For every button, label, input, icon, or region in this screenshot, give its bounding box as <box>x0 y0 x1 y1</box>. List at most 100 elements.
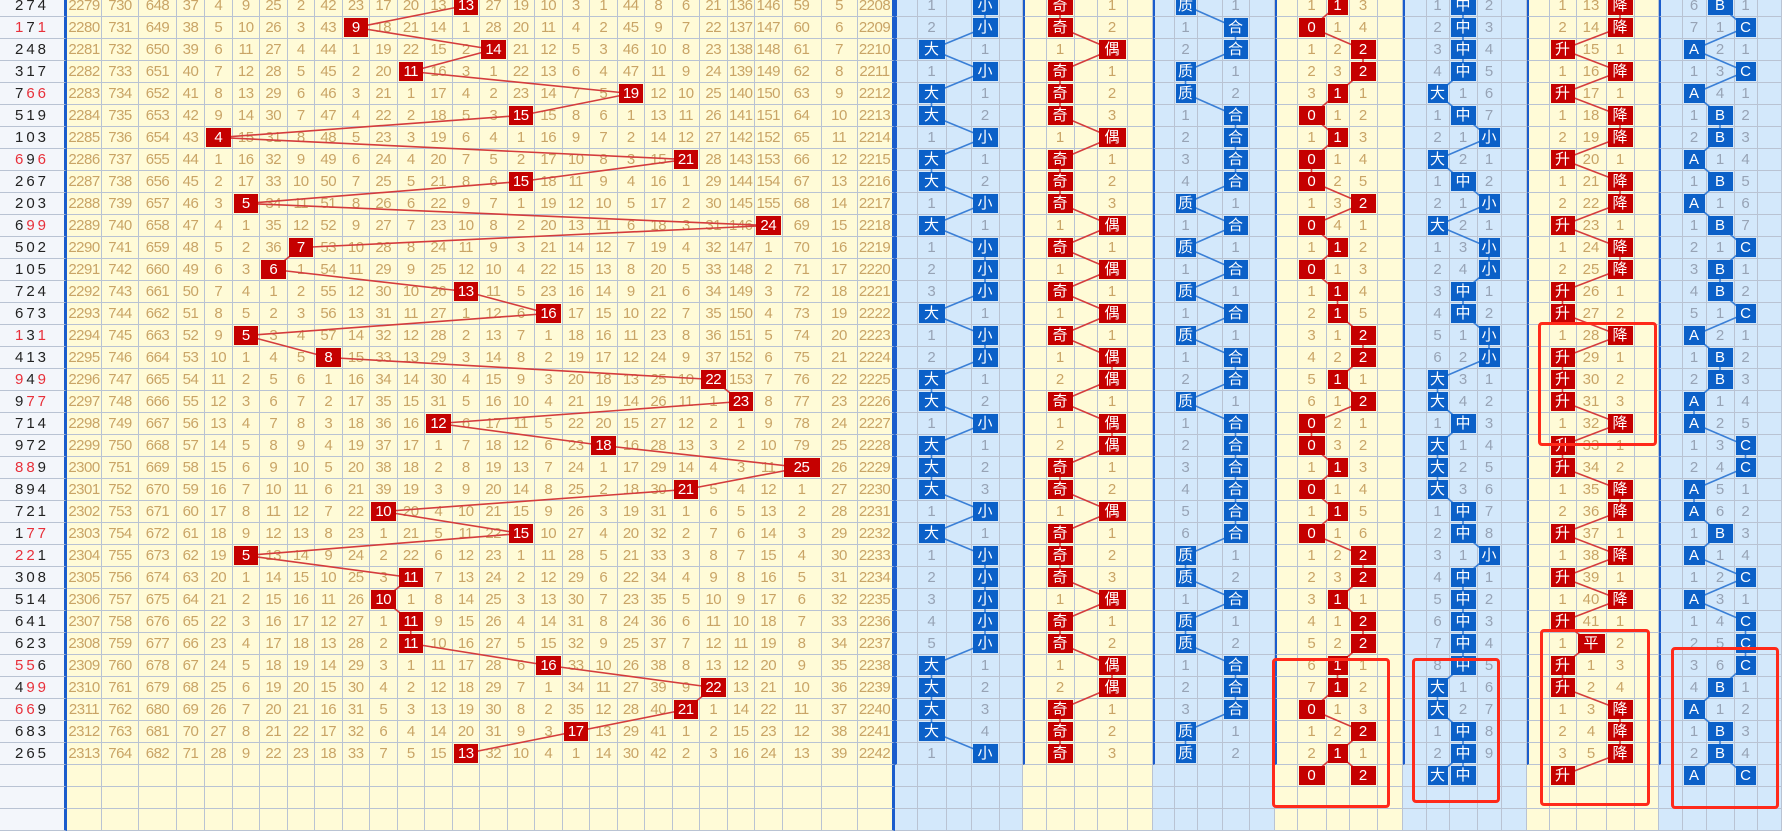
sum-cell-3: 69 <box>177 699 205 721</box>
digit: 7 <box>37 173 50 190</box>
sum-cell-0: 2292 <box>67 281 102 303</box>
omission-value: 1 <box>1333 261 1342 278</box>
omission-value: 2 <box>709 415 718 432</box>
group-spacer-cell <box>1197 369 1223 391</box>
omission-value: 2 <box>1433 261 1442 278</box>
group-spacer-cell <box>946 0 972 17</box>
sum-cell-22 <box>700 787 728 809</box>
group-spacer-cell <box>1074 39 1098 61</box>
sum-cell-14: 6 <box>480 171 508 193</box>
group-spacer-cell <box>1074 787 1098 809</box>
sum-cell-7: 2 <box>287 0 315 17</box>
omission-value: 3 <box>1741 525 1750 542</box>
group-big-mid-small-cell <box>1477 787 1502 809</box>
omission-value: 2 <box>1558 723 1567 740</box>
group-big-small-cell: 大 <box>917 105 947 127</box>
group-rise-flat-fall-hit-marker: 降 <box>1607 546 1633 565</box>
group-big-mid-small-cell: 4 <box>1426 61 1450 83</box>
group-spacer-cell <box>1197 677 1223 699</box>
sum-cell-0: 2279 <box>67 0 102 17</box>
omission-value: 2 <box>1333 635 1342 652</box>
omission-value: 6 <box>1358 525 1368 542</box>
omission-value: 66 <box>793 151 810 168</box>
sum-cell-0: 2300 <box>67 457 102 479</box>
group-spacer-cell <box>1526 171 1550 193</box>
group-spacer-cell <box>1074 17 1098 39</box>
group-spacer-cell <box>1377 743 1403 765</box>
group-route-012-cell: 0 <box>1297 413 1327 435</box>
group-abc-hit-marker: B <box>1707 282 1733 301</box>
omission-value: 12 <box>457 261 474 278</box>
group-spacer-cell <box>1377 611 1403 633</box>
omission-value: 4 <box>1484 635 1494 652</box>
omission-value: 7 <box>214 283 223 300</box>
group-spacer-cell <box>1658 435 1683 457</box>
group-prime-composite-hit-marker: 质 <box>1175 326 1196 345</box>
sum-cell-2: 678 <box>139 655 177 677</box>
sum-cell-12: 5 <box>425 523 453 545</box>
group-spacer-cell <box>1526 83 1550 105</box>
sum-cell-11: 2 <box>397 677 425 699</box>
group-big-mid-small-hit-marker: 大 <box>1427 436 1448 455</box>
group-spacer-cell <box>999 677 1023 699</box>
group-spacer-cell <box>1377 171 1403 193</box>
sum-cell-6: 32 <box>260 149 288 171</box>
sum-cell-27: 2209 <box>857 17 895 39</box>
sum-cell-1: 761 <box>102 677 139 699</box>
omission-value: 6 <box>1433 349 1442 366</box>
sum-hit-marker: 7 <box>288 238 313 257</box>
sum-cell-13: 7 <box>452 149 480 171</box>
sum-cell-16: 16 <box>535 127 563 149</box>
group-spacer-cell <box>1274 127 1298 149</box>
group-spacer-cell <box>1634 501 1659 523</box>
group-spacer-cell <box>894 193 918 215</box>
sum-cell-20: 36 <box>645 611 673 633</box>
group-spacer-cell <box>1197 655 1223 677</box>
omission-value: 6 <box>1741 195 1750 212</box>
omission-value: 1 <box>980 437 990 454</box>
omission-value: 40 <box>182 63 199 80</box>
omission-value: 13 <box>485 327 502 344</box>
group-spacer-cell <box>1249 677 1275 699</box>
omission-value: 2 <box>269 305 278 322</box>
group-big-mid-small-cell: 大 <box>1426 215 1450 237</box>
sum-cell-23: 7 <box>727 545 755 567</box>
omission-value: 10 <box>793 679 810 696</box>
omission-value: 22 <box>402 547 419 564</box>
group-spacer-cell <box>1402 457 1427 479</box>
group-spacer-cell <box>1022 149 1047 171</box>
group-abc-cell: 2 <box>1734 501 1758 523</box>
group-spacer-cell <box>1249 237 1275 259</box>
group-route-012-cell: 2 <box>1349 193 1378 215</box>
sum-cell-25: 59 <box>782 0 822 17</box>
group-prime-composite-cell: 合 <box>1222 17 1250 39</box>
omission-value: 12 <box>831 151 847 168</box>
group-big-small-cell <box>917 809 947 831</box>
omission-value: 4 <box>296 327 305 344</box>
group-route-012-cell: 2 <box>1349 611 1378 633</box>
sum-cell-7: 11 <box>287 193 315 215</box>
group-rise-flat-fall-cell: 升 <box>1549 523 1577 545</box>
omission-value: 27 <box>265 41 282 58</box>
sum-cell-11: 14 <box>397 369 425 391</box>
sum-cell-25 <box>782 765 822 787</box>
sum-cell-5: 1 <box>232 347 260 369</box>
group-route-012-hit-marker: 2 <box>1350 348 1376 367</box>
omission-value: 9 <box>434 613 443 630</box>
blank-row <box>0 809 1782 831</box>
group-abc-cell: 3 <box>1706 61 1735 83</box>
omission-value: 3 <box>516 239 525 256</box>
group-route-012-cell: 3 <box>1326 435 1350 457</box>
sum-cell-21: 21 <box>672 479 700 501</box>
sum-cell-27: 2223 <box>857 325 895 347</box>
omission-value: 1 <box>1558 107 1567 124</box>
group-prime-composite-hit-marker: 质 <box>1175 744 1196 763</box>
sum-cell-11 <box>397 787 425 809</box>
sum-cell-18: 1 <box>590 0 618 17</box>
omission-value: 20 <box>292 679 309 696</box>
omission-value: 1 <box>1358 217 1368 234</box>
sum-cell-7: 7 <box>287 391 315 413</box>
group-spacer-cell <box>1022 347 1047 369</box>
sum-cell-5: 1 <box>232 215 260 237</box>
